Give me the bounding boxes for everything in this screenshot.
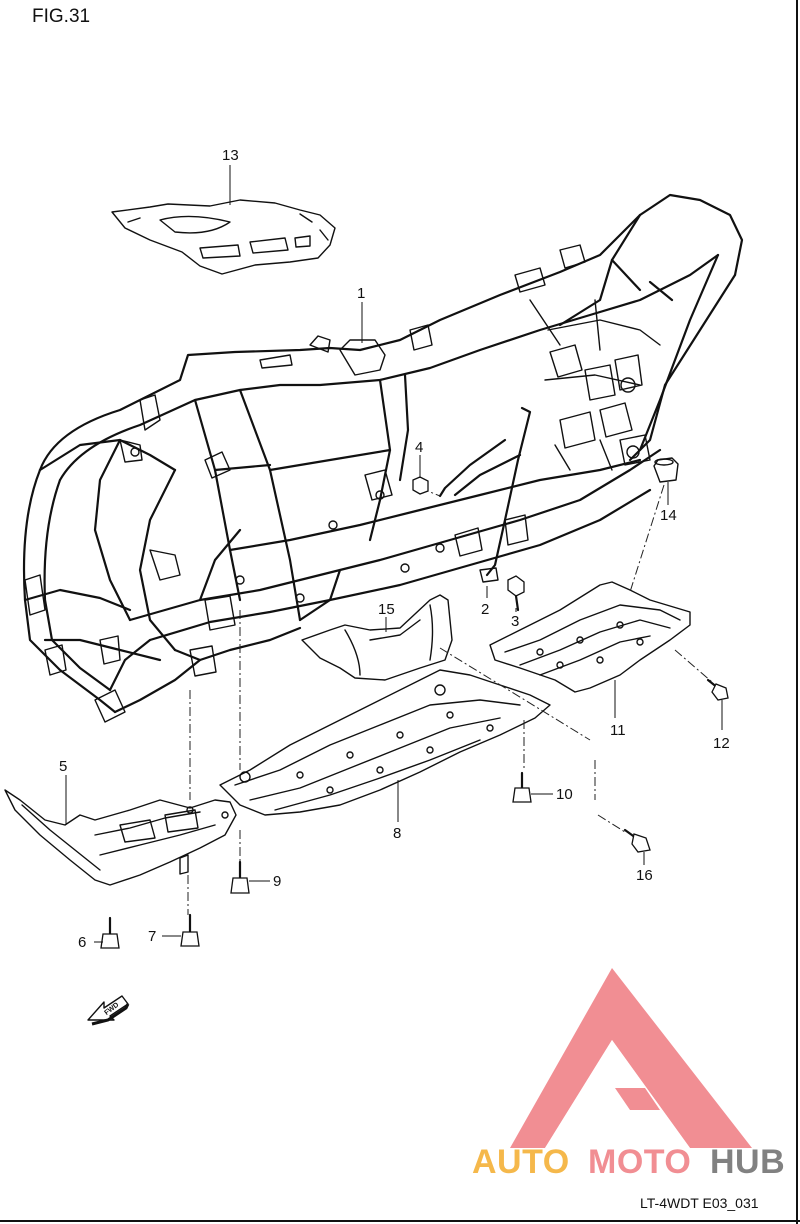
watermark-text-auto: AUTO bbox=[472, 1143, 570, 1181]
part-label-4: 4 bbox=[415, 439, 423, 456]
leader-lines bbox=[65, 165, 723, 943]
part-label-16: 16 bbox=[636, 867, 653, 884]
part-14-cushion bbox=[653, 457, 679, 483]
part-label-10: 10 bbox=[556, 786, 573, 803]
part-6-bolt bbox=[100, 916, 120, 949]
part-12-bolt bbox=[706, 678, 729, 701]
part-label-15: 15 bbox=[378, 601, 395, 618]
part-15-guard bbox=[301, 594, 453, 681]
part-7-bolt bbox=[180, 913, 200, 947]
part-label-3: 3 bbox=[511, 613, 519, 630]
part-label-2: 2 bbox=[481, 601, 489, 618]
part-3-bolt bbox=[507, 575, 525, 612]
part-16-bolt bbox=[623, 828, 651, 853]
part-label-6: 6 bbox=[78, 934, 86, 951]
part-2-bracket bbox=[438, 406, 532, 583]
part-label-14: 14 bbox=[660, 507, 677, 524]
part-labels: 13 1 4 14 2 3 15 11 12 5 10 8 16 9 7 6 bbox=[59, 147, 730, 951]
part-label-5: 5 bbox=[59, 758, 67, 775]
part-label-13: 13 bbox=[222, 147, 239, 164]
part-13-plate bbox=[111, 199, 336, 275]
part-label-8: 8 bbox=[393, 825, 401, 842]
part-8-footrest bbox=[219, 669, 551, 816]
watermark-logo: AUTO MOTO HUB bbox=[472, 968, 785, 1181]
part-11-footrest bbox=[489, 581, 691, 693]
part-1-frame bbox=[22, 193, 744, 723]
part-4-nut bbox=[412, 476, 429, 495]
part-label-12: 12 bbox=[713, 735, 730, 752]
watermark-text-moto: MOTO bbox=[588, 1143, 691, 1181]
forward-arrow-icon: FWD bbox=[87, 995, 130, 1026]
figure-title: FIG.31 bbox=[32, 6, 90, 27]
part-label-1: 1 bbox=[357, 285, 365, 302]
assembly-centerlines bbox=[187, 484, 713, 915]
part-9-bolt bbox=[230, 860, 250, 894]
part-label-9: 9 bbox=[273, 873, 281, 890]
part-5-skid-plate bbox=[4, 789, 237, 886]
part-label-7: 7 bbox=[148, 928, 156, 945]
part-10-bolt bbox=[512, 771, 532, 803]
watermark-text-hub: HUB bbox=[710, 1143, 785, 1181]
drawing-code: LT-4WDT E03_031 bbox=[640, 1195, 759, 1211]
part-label-11: 11 bbox=[610, 722, 626, 739]
